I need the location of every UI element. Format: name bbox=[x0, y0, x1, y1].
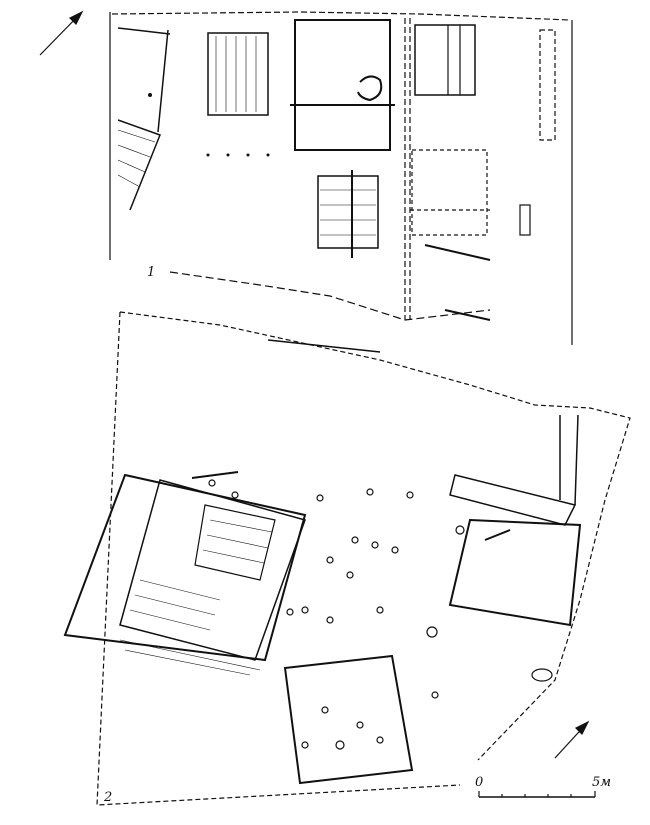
scale-bar bbox=[478, 791, 596, 798]
plan-label-2: 2 bbox=[104, 790, 113, 805]
plan-label-1: 1 bbox=[147, 265, 156, 280]
north-arrow-icon bbox=[39, 10, 84, 56]
plan-2 bbox=[63, 311, 631, 806]
scale-start-label: 0 bbox=[475, 775, 484, 790]
scale-end-label: 5м bbox=[592, 775, 612, 790]
north-arrow-icon bbox=[554, 720, 590, 759]
plan-1 bbox=[109, 11, 573, 345]
